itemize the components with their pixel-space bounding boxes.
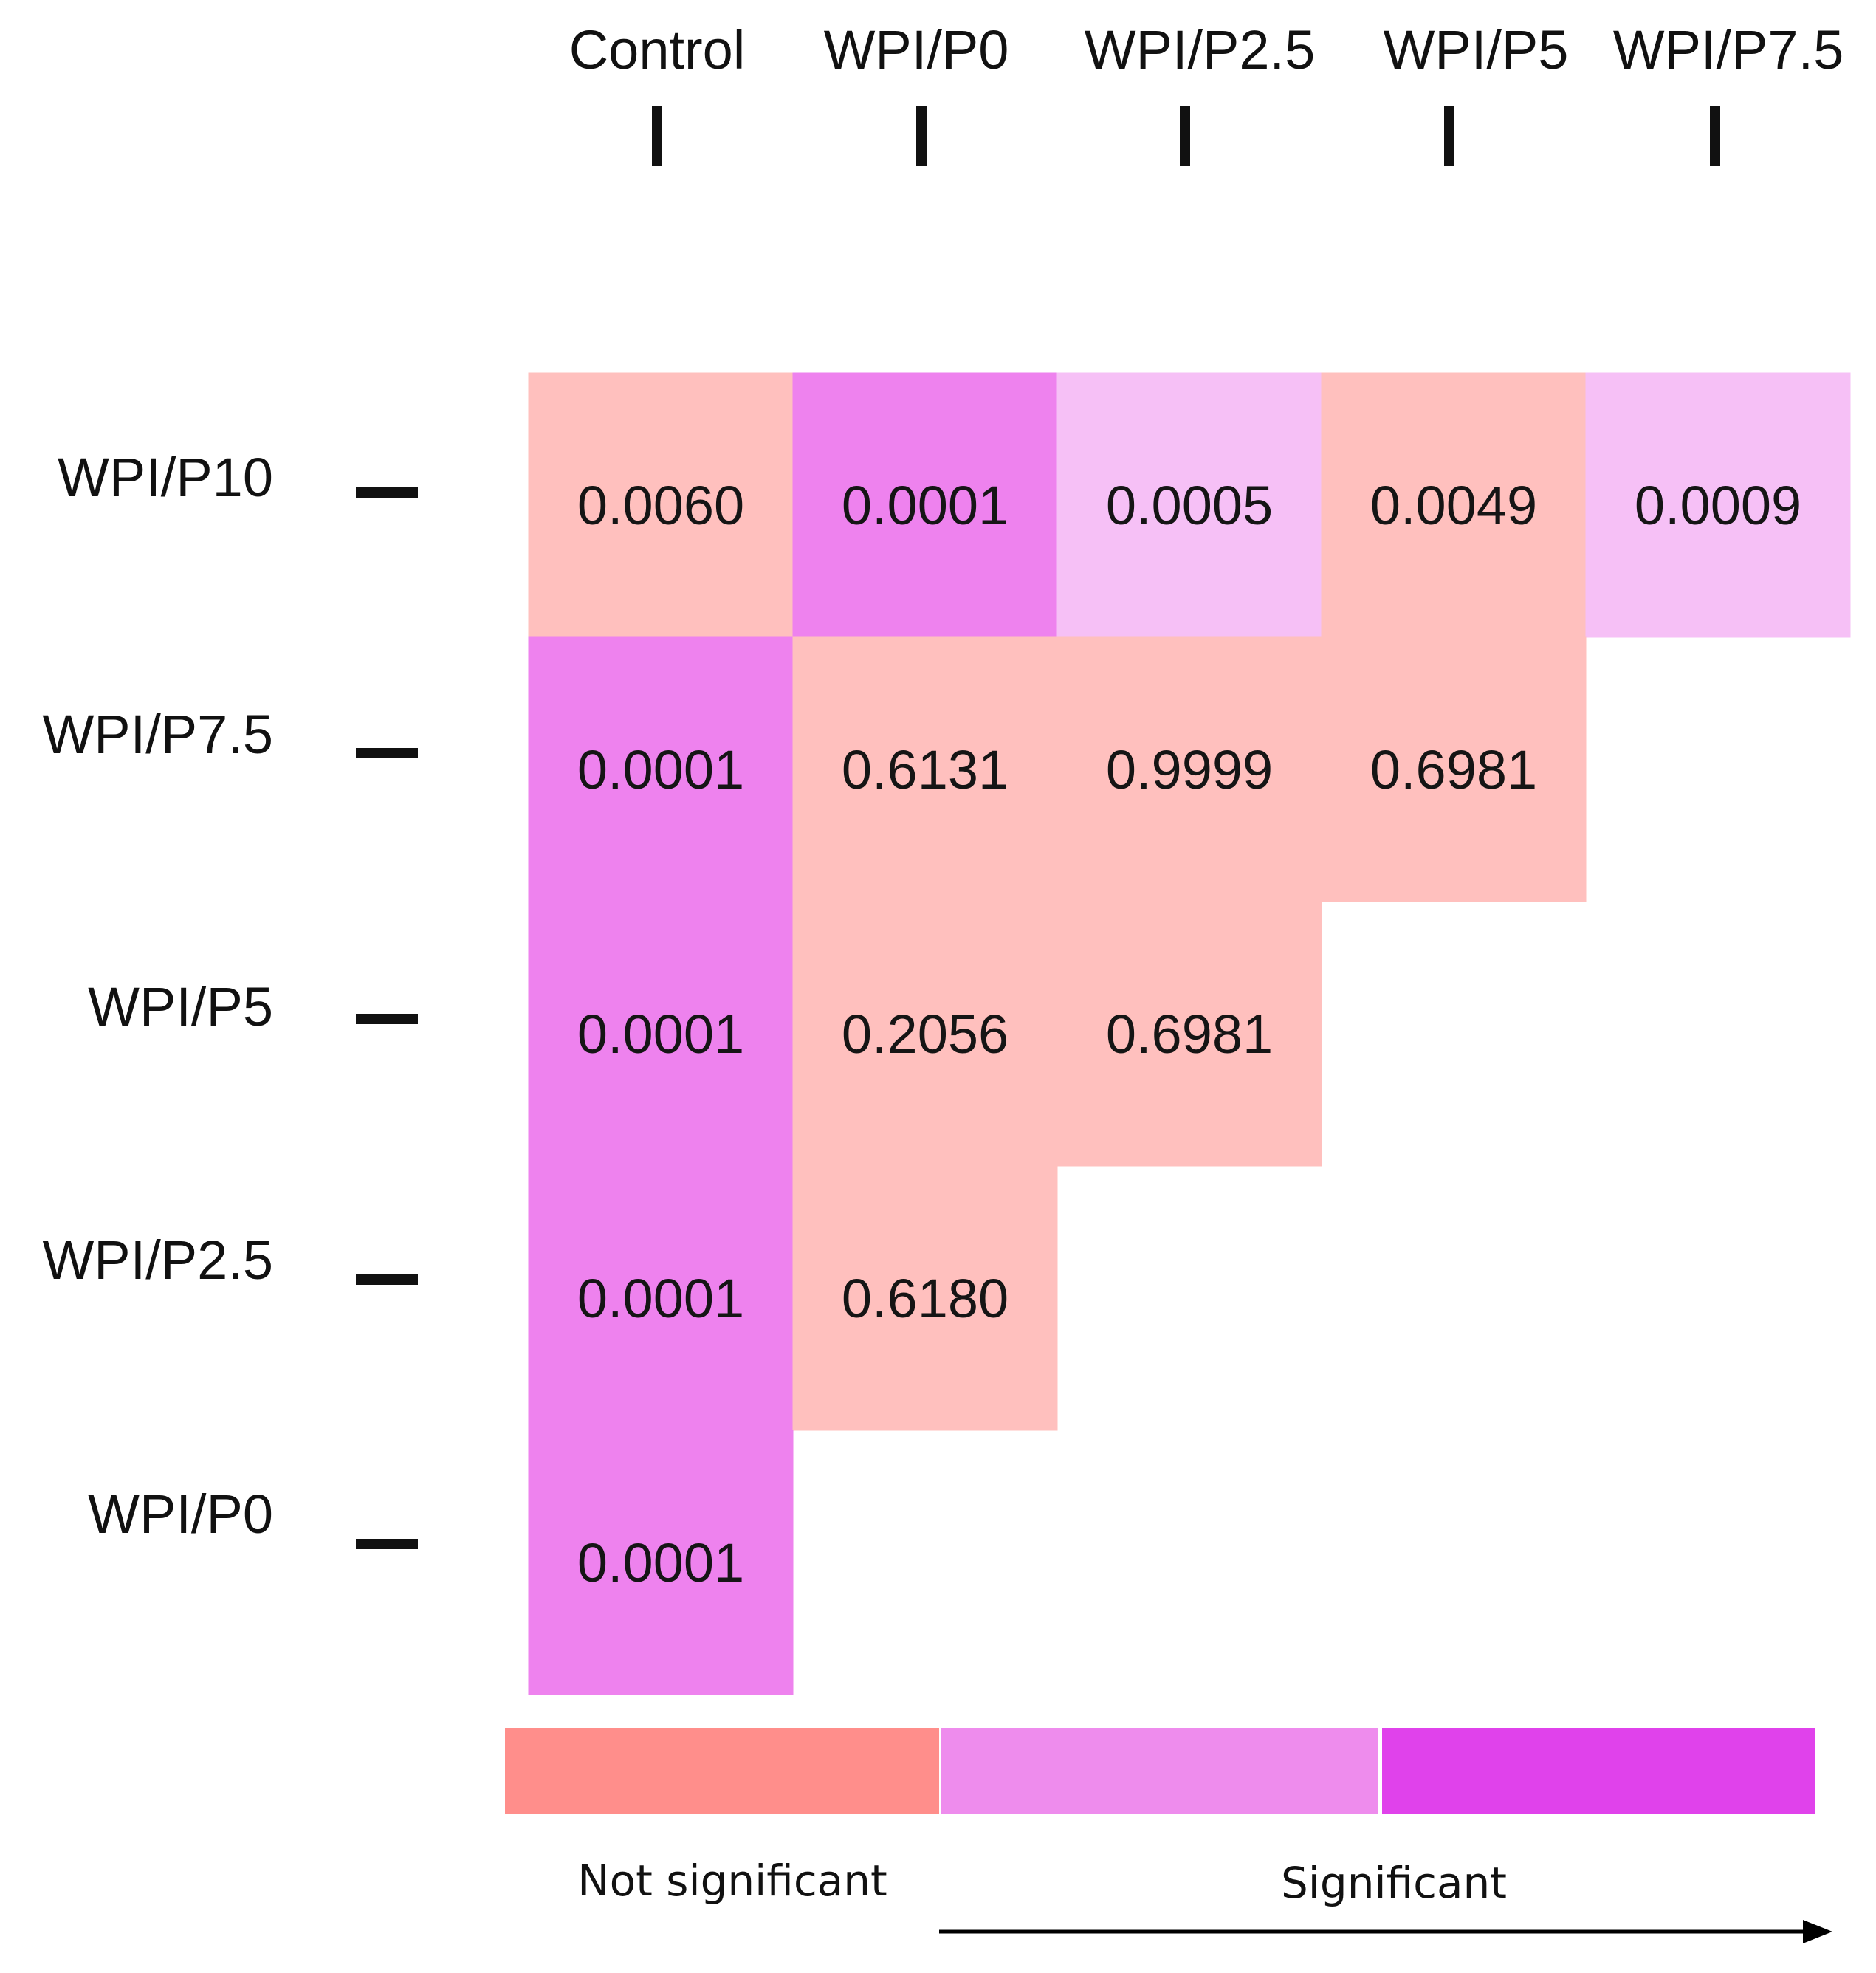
column-label: WPI/P0 — [824, 19, 1009, 80]
heatmap-cell-value: 0.6981 — [1106, 1003, 1273, 1065]
row-tick — [356, 748, 418, 758]
column-tick — [652, 106, 662, 166]
heatmap-cell-value: 0.0060 — [577, 475, 744, 536]
row-label: WPI/P7.5 — [42, 704, 273, 765]
legend-swatch — [505, 1728, 939, 1814]
heatmap-cell-value: 0.0001 — [577, 1003, 744, 1065]
heatmap-cell — [1056, 636, 1322, 902]
heatmap-cell-value: 0.6981 — [1370, 739, 1537, 800]
heatmap-cells — [528, 372, 1851, 1695]
heatmap-cell — [528, 636, 794, 902]
heatmap-cell-value: 0.6180 — [842, 1268, 1009, 1329]
heatmap-cell-value: 0.0005 — [1106, 475, 1273, 536]
heatmap-cell — [528, 372, 794, 638]
column-tick — [1444, 106, 1454, 166]
heatmap-cell — [1321, 636, 1587, 902]
heatmap-cell-value: 0.0001 — [577, 1532, 744, 1593]
row-tick — [356, 1539, 418, 1549]
heatmap-cell — [1321, 372, 1587, 638]
heatmap-cell — [1056, 901, 1322, 1167]
row-tick — [356, 487, 418, 498]
heatmap-cell — [1585, 372, 1851, 638]
significance-arrow-head — [1803, 1920, 1832, 1943]
column-label: WPI/P7.5 — [1613, 19, 1844, 80]
row-tick — [356, 1014, 418, 1024]
heatmap-cell-value: 0.0049 — [1370, 475, 1537, 536]
column-axis: Control WPI/P0 WPI/P2.5 WPI/P5 WPI/P7.5 — [569, 19, 1844, 166]
heatmap-cell — [528, 1165, 794, 1431]
row-tick — [356, 1274, 418, 1285]
legend-not-significant-label: Not significant — [577, 1856, 887, 1906]
heatmap-cell-value: 0.0009 — [1635, 475, 1801, 536]
heatmap-cell-value: 0.0001 — [577, 739, 744, 800]
row-label: WPI/P2.5 — [42, 1229, 273, 1291]
column-tick — [1710, 106, 1720, 166]
legend-significant-label: Significant — [1281, 1858, 1507, 1908]
heatmap-cell-value: 0.6131 — [842, 739, 1009, 800]
heatmap-cell-value: 0.0001 — [842, 475, 1009, 536]
heatmap-cell — [792, 636, 1058, 902]
heatmap-cell-labels: 0.0060 0.0001 0.0005 0.0049 0.0009 0.0001 0.61… — [577, 475, 1801, 1593]
legend-swatch — [1382, 1728, 1815, 1814]
row-label: WPI/P10 — [58, 447, 273, 508]
column-label: Control — [569, 19, 746, 80]
row-label: WPI/P5 — [88, 976, 273, 1037]
column-label: WPI/P2.5 — [1085, 19, 1316, 80]
heatmap-cell — [792, 372, 1058, 638]
heatmap-cell — [792, 1165, 1058, 1431]
heatmap-cell — [528, 901, 794, 1167]
heatmap-cell-value: 0.9999 — [1106, 739, 1273, 800]
significance-legend: Not significant Significant — [505, 1728, 1832, 1943]
heatmap-cell-value: 0.2056 — [842, 1003, 1009, 1065]
column-tick — [1180, 106, 1190, 166]
column-label: WPI/P5 — [1384, 19, 1569, 80]
row-label: WPI/P0 — [88, 1483, 273, 1545]
legend-swatch — [941, 1728, 1378, 1814]
heatmap-cell-value: 0.0001 — [577, 1268, 744, 1329]
heatmap-cell — [528, 1430, 794, 1695]
heatmap-cell — [1056, 372, 1322, 638]
column-tick — [916, 106, 927, 166]
